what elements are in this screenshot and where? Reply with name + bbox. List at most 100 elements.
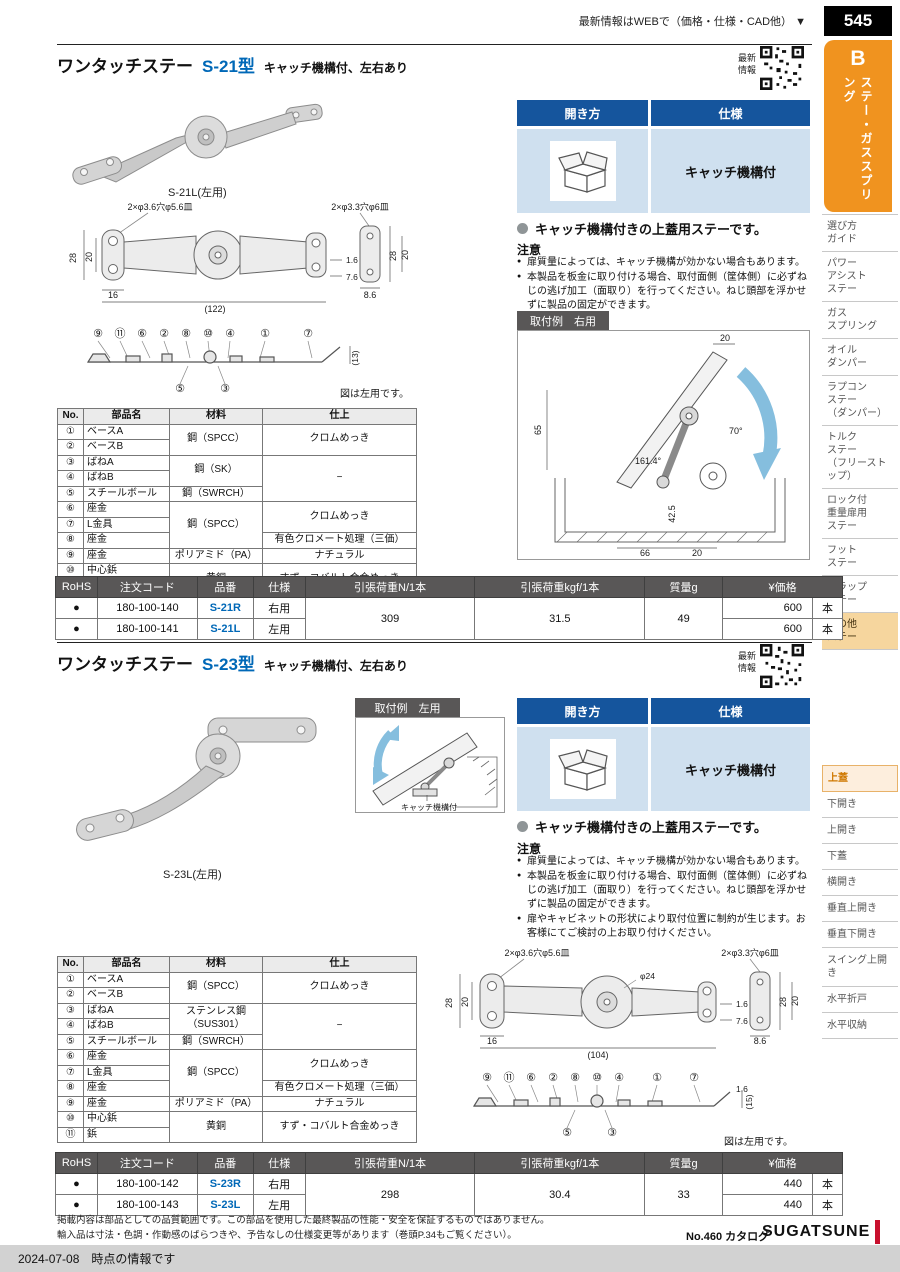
note-item: 本製品を板金に取り付ける場合、取付面側（筐体側）に必ずねじの逃げ加工（面取り）を… — [517, 870, 813, 912]
sidebar-item-lapcon-stay[interactable]: ラプコン ステー （ダンパー） — [822, 376, 898, 426]
sidebar-subitem-yokobiraki[interactable]: 横開き — [822, 870, 898, 896]
part-number-callout: ⑨ — [482, 1072, 492, 1084]
part-number-callout: ① — [260, 328, 270, 340]
figure-note: 図は左用です。 — [724, 1135, 793, 1148]
web-note[interactable]: 最新情報はWEBで（価格・仕様・CAD他） ▼ — [579, 13, 806, 29]
cell: ベースB — [83, 439, 170, 456]
col-header: ¥価格 — [722, 1152, 843, 1174]
dim-label: (15) — [744, 1094, 754, 1109]
sidebar-item-torque-stay[interactable]: トルク ステー （フリーストップ） — [822, 426, 898, 489]
sidebar-item-gas-spring[interactable]: ガス スプリング — [822, 302, 898, 339]
cell: 鋼（SPCC） — [169, 423, 263, 456]
s21-qr-block: 最新 情報 — [738, 46, 805, 90]
part-number-callout: ⑤ — [562, 1127, 572, 1139]
cell: すず・コバルト合金めっき — [262, 1111, 417, 1143]
col-header: No. — [57, 956, 84, 973]
dim-label: φ24 — [640, 971, 655, 981]
part-number-callout: ② — [548, 1072, 558, 1084]
bullet-icon — [517, 821, 528, 832]
unit-cell: 本 — [811, 618, 844, 640]
dim-label: (122) — [204, 304, 225, 314]
col-header: 質量g — [644, 1152, 724, 1174]
cell: 中心鋲 — [83, 1111, 170, 1128]
spec-header: 仕様 — [651, 100, 810, 126]
col-header: 注文コード — [96, 576, 198, 598]
part-number-callout: ⑪ — [504, 1071, 515, 1084]
sidebar-item-label: パワー アシスト ステー — [827, 258, 867, 295]
part-number-callout: ③ — [220, 383, 230, 395]
spec-cell: 右用 — [252, 1173, 306, 1195]
sidebar-subitem-suichoku-uwabiraki[interactable]: 垂直上開き — [822, 896, 898, 922]
dim-label: 7.6 — [346, 272, 358, 282]
cell: クロムめっき — [262, 423, 417, 456]
sidebar-subitem-shitabuta[interactable]: 下蓋 — [822, 844, 898, 870]
sidebar-item-power-assist[interactable]: パワー アシスト ステー — [822, 252, 898, 302]
cell: クロムめっき — [262, 501, 417, 533]
cell: L金具 — [83, 1064, 170, 1081]
timestamp-text: 2024-07-08 時点の情報です — [18, 1252, 176, 1266]
sidebar-subitem-shitabiraki[interactable]: 下開き — [822, 792, 898, 818]
cell: クロムめっき — [262, 971, 417, 1004]
load-n-cell: 298 — [304, 1173, 476, 1216]
sidebar-item-foot-stay[interactable]: フット ステー — [822, 539, 898, 576]
sidebar-subitem-uwabiraki[interactable]: 上開き — [822, 818, 898, 844]
footer-notes: 掲載内容は部品としての品質範囲です。この部品を使用した最終製品の性能・安全を保証… — [57, 1214, 549, 1243]
part-number-callout: ⑥ — [137, 328, 147, 340]
part-no-cell: ③ — [57, 1002, 84, 1019]
dimension-drawing-s23: 2×φ3.6穴φ5.6皿 2×φ3.3穴φ6皿 φ24 28 20 16 (10… — [444, 947, 800, 1148]
brand-logo: SUGATSUNE — [762, 1220, 881, 1244]
part-no-cell: ⑤ — [57, 485, 84, 502]
cell: − — [262, 454, 417, 502]
sidebar-item-lock-stay[interactable]: ロック付 重量扉用 ステー — [822, 489, 898, 539]
timestamp-bar: 2024-07-08 時点の情報です — [0, 1245, 900, 1272]
dim-label: 28 — [388, 251, 398, 261]
sidebar-subitem-suihei-shuno[interactable]: 水平収納 — [822, 1013, 898, 1039]
sidebar-subitem-suichoku-shitabiraki[interactable]: 垂直下開き — [822, 922, 898, 948]
part-number-callout: ⑧ — [181, 328, 191, 340]
part-no-cell: ⑦ — [57, 1064, 84, 1081]
cell: 鋼（SPCC） — [169, 1049, 263, 1097]
sidebar-subitem-label: 上開き — [827, 825, 857, 836]
feature-line-s21: キャッチ機構付きの上蓋用ステーです。 — [517, 219, 767, 238]
lid — [372, 732, 478, 806]
section-index-tab[interactable]: B ステー・ガススプリング — [824, 40, 892, 212]
sidebar-item-label: ロック付 重量扉用 ステー — [827, 495, 867, 532]
order-code-cell: 180-100-143 — [96, 1194, 198, 1216]
catalog-number: No.460 カタログ — [686, 1231, 770, 1243]
cell: ステンレス鋼 （SUS301） — [169, 1002, 263, 1035]
dim-label: 28 — [778, 997, 788, 1007]
part-number-cell: S-21R — [196, 597, 254, 619]
page-number: 545 — [824, 6, 892, 36]
table-row: ● 180-100-142 S-23R 右用 298 30.4 33 440 本 — [55, 1173, 844, 1216]
part-number-callout: ⑨ — [93, 328, 103, 340]
web-note-text: 最新情報はWEBで（価格・仕様・CAD他） — [578, 16, 793, 28]
figure-note: 図は左用です。 — [340, 387, 409, 400]
part-no-cell: ③ — [57, 454, 84, 471]
table-header-row: No. 部品名 材料 仕上 — [57, 956, 417, 973]
sidebar-subitem-suihei-orido[interactable]: 水平折戸 — [822, 987, 898, 1013]
sidebar-subitem-swing[interactable]: スイング上開き — [822, 948, 898, 987]
sidebar-subitem-uwabuta[interactable]: 上蓋 — [822, 765, 898, 792]
cell: ばねB — [83, 1018, 170, 1035]
mount-example-label-s23: 取付例 左用 — [355, 698, 460, 717]
product-model: S-23型 — [202, 655, 255, 674]
mass-cell: 33 — [644, 1173, 724, 1216]
dim-label: 20 — [720, 333, 730, 343]
cell: ポリアミド（PA） — [169, 1095, 263, 1112]
part-number-callout: ⑪ — [115, 327, 126, 340]
col-header: 質量g — [644, 576, 724, 598]
part-no-cell: ④ — [57, 1018, 84, 1035]
table-header-row: RoHS 注文コード 品番 仕様 引張荷重N/1本 引張荷重kgf/1本 質量g… — [55, 576, 843, 598]
sidebar-item-erabikata[interactable]: 選び方 ガイド — [822, 214, 898, 252]
cell: 鋲 — [83, 1126, 170, 1143]
sidebar-item-oil-damper[interactable]: オイル ダンパー — [822, 339, 898, 376]
cabinet-section — [554, 478, 786, 543]
footer-note-line: 輸入品は寸法・色調・作動感のばらつきや、予告なしの仕様変更等があります（巻頭P.… — [57, 1229, 517, 1241]
price-cell: 600 — [722, 597, 813, 619]
dim-label: 20 — [400, 250, 410, 260]
